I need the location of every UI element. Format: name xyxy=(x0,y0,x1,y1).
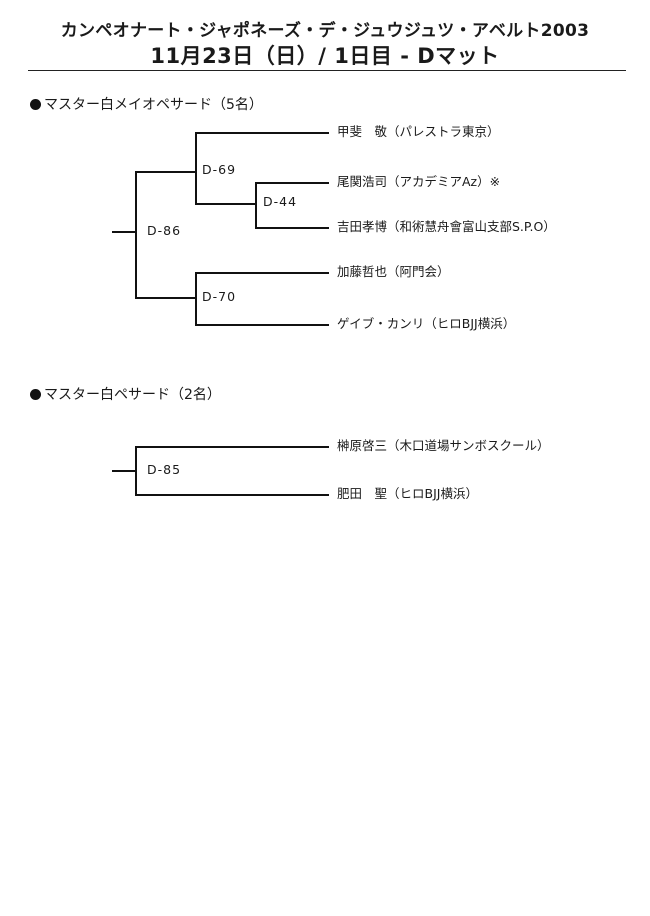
bracket-heading-label: マスター白メイオペサード（5名） xyxy=(44,97,263,113)
bullet-icon xyxy=(30,388,41,400)
bracket-line xyxy=(135,171,197,173)
bracket-line xyxy=(195,203,257,205)
match-label: D-70 xyxy=(201,289,238,305)
bracket-line xyxy=(112,470,136,472)
bracket-line xyxy=(255,182,329,184)
competitor-name: 吉田孝博（和術慧舟會富山支部S.P.O） xyxy=(337,219,556,234)
bullet-icon xyxy=(30,98,41,110)
match-label: D-86 xyxy=(146,223,183,239)
match-label: D-69 xyxy=(201,162,238,178)
match-label: D-44 xyxy=(262,194,299,210)
bracket-line xyxy=(195,324,329,326)
bracket-line xyxy=(195,132,329,134)
competitor-name: 榊原啓三（木口道場サンボスクール） xyxy=(337,438,550,453)
bracket-line xyxy=(135,171,137,298)
bracket-heading-2: マスター白ペサード（2名） xyxy=(30,384,221,404)
header-divider xyxy=(28,70,626,71)
competitor-name: 尾関浩司（アカデミアAz）※ xyxy=(337,174,501,189)
bracket-line xyxy=(135,494,329,496)
bracket-heading-label: マスター白ペサード（2名） xyxy=(44,387,221,403)
page-title: カンペオナート・ジャポネーズ・デ・ジュウジュツ・アベルト2003 xyxy=(60,21,590,41)
bracket-heading-5: マスター白メイオペサード（5名） xyxy=(30,94,263,114)
page-subtitle: 11月23日（日）/ 1日目 - Dマット xyxy=(150,44,500,68)
bracket-line xyxy=(195,272,197,325)
competitor-name: ゲイブ・カンリ（ヒロBJJ横浜） xyxy=(337,316,516,331)
bracket-line xyxy=(255,182,257,228)
bracket-line xyxy=(135,446,329,448)
competitor-name: 加藤哲也（阿門会） xyxy=(337,264,450,279)
bracket-line xyxy=(135,446,137,495)
bracket-line xyxy=(255,227,329,229)
competitor-name: 甲斐 敬（パレストラ東京） xyxy=(337,124,500,139)
match-label: D-85 xyxy=(146,462,183,478)
bracket-line xyxy=(195,272,329,274)
bracket-line xyxy=(135,297,197,299)
bracket-line xyxy=(195,132,197,204)
bracket-line xyxy=(112,231,136,233)
competitor-name: 肥田 聖（ヒロBJJ横浜） xyxy=(337,486,478,501)
